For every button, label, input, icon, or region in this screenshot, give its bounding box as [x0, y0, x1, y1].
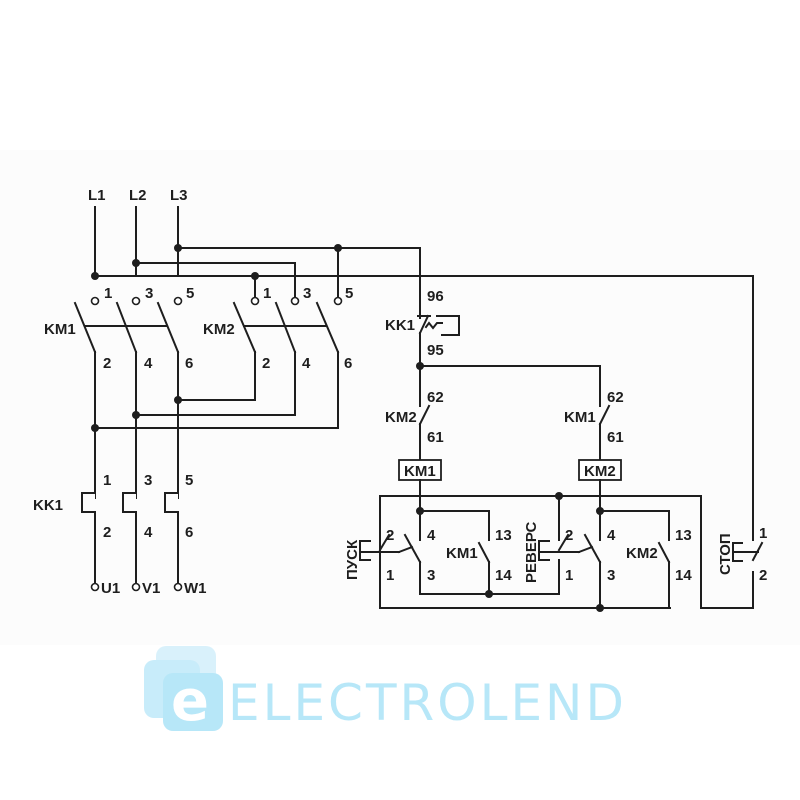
terminal-icon — [333, 296, 343, 306]
start-nc-2: 2 — [386, 527, 394, 544]
interlock-km2-61: 61 — [427, 429, 444, 446]
kk1-out-2: 2 — [103, 524, 111, 541]
km1-out-4: 4 — [144, 355, 153, 372]
km2-power-label: KM2 — [203, 321, 235, 338]
km2-in-3: 3 — [303, 285, 311, 302]
hold-km1-14: 14 — [495, 567, 512, 584]
reverse-button-label: РЕВЕРС — [523, 522, 540, 583]
km2-out-4: 4 — [302, 355, 311, 372]
logo-letter: e — [171, 669, 209, 734]
interlock-km1-label: KM1 — [564, 409, 596, 426]
interlock-km1-61: 61 — [607, 429, 624, 446]
start-no-3: 3 — [427, 567, 435, 584]
km1-power-contacts: 1 3 5 KM1 2 4 6 — [44, 285, 194, 501]
reverse-nc-2: 2 — [565, 527, 573, 544]
terminal-icon — [290, 296, 300, 306]
km2-out-2: 2 — [262, 355, 270, 372]
stop-contact-1: 1 — [759, 525, 767, 542]
terminal-icon — [90, 296, 100, 306]
km2-in-1: 1 — [263, 285, 271, 302]
motor-terminal-u1: U1 — [101, 580, 120, 597]
start-button-label: ПУСК — [344, 539, 361, 580]
hold-km1-13: 13 — [495, 527, 512, 544]
kk1-out-4: 4 — [144, 524, 153, 541]
km1-in-5: 5 — [186, 285, 194, 302]
stop-button-label: СТОП — [717, 533, 734, 575]
km1-power-label: KM1 — [44, 321, 76, 338]
hold-km2-label: KM2 — [626, 545, 658, 562]
logo-brand-text: ELECTROLEND — [228, 674, 627, 732]
interlock-km2-62: 62 — [427, 389, 444, 406]
kk1-in-3: 3 — [144, 472, 152, 489]
terminal-icon — [250, 296, 260, 306]
hold-km1-label: KM1 — [446, 545, 478, 562]
hold-km2-14: 14 — [675, 567, 692, 584]
interlock-km1-62: 62 — [607, 389, 624, 406]
kk1-in-1: 1 — [103, 472, 111, 489]
interlock-km2-label: KM2 — [385, 409, 417, 426]
line-label-l1: L1 — [88, 187, 106, 204]
start-no-4: 4 — [427, 527, 436, 544]
terminal-icon — [131, 582, 141, 592]
reverse-no-4: 4 — [607, 527, 616, 544]
coil-km1-label: KM1 — [404, 463, 436, 480]
logo-square-front — [163, 673, 223, 731]
terminal-icon — [90, 582, 100, 592]
terminal-icon — [131, 296, 141, 306]
diagram-background — [0, 150, 800, 645]
terminal-icon — [173, 582, 183, 592]
electrolend-watermark: e ELECTROLEND — [144, 646, 627, 734]
line-label-l3: L3 — [170, 187, 188, 204]
km1-in-1: 1 — [104, 285, 112, 302]
start-nc-1: 1 — [386, 567, 394, 584]
kk1-thermal-relay: 1 3 5 KK1 2 4 6 U1 V1 W1 — [33, 472, 207, 597]
stop-contact-2: 2 — [759, 567, 767, 584]
control-circuit: 96 KK1 95 62 KM2 61 62 KM1 61 KM1 KM2 — [344, 288, 767, 612]
reverse-nc-1: 1 — [565, 567, 573, 584]
hold-km2-13: 13 — [675, 527, 692, 544]
coil-km2-label: KM2 — [584, 463, 616, 480]
supply-lines: L1 L2 L3 — [88, 187, 754, 541]
km1-in-3: 3 — [145, 285, 153, 302]
km2-power-contacts: 1 3 5 KM2 2 4 6 — [91, 285, 353, 432]
reverse-no-3: 3 — [607, 567, 615, 584]
kk1-out-6: 6 — [185, 524, 193, 541]
kk1-power-label: KK1 — [33, 497, 63, 514]
km2-in-5: 5 — [345, 285, 353, 302]
km2-out-6: 6 — [344, 355, 352, 372]
line-label-l2: L2 — [129, 187, 147, 204]
km1-out-6: 6 — [185, 355, 193, 372]
terminal-icon — [173, 296, 183, 306]
motor-terminal-w1: W1 — [184, 580, 207, 597]
motor-terminal-v1: V1 — [142, 580, 160, 597]
kk1-contact-96: 96 — [427, 288, 444, 305]
km1-out-2: 2 — [103, 355, 111, 372]
kk1-contact-95: 95 — [427, 342, 444, 359]
kk1-contact-label: KK1 — [385, 317, 415, 334]
kk1-in-5: 5 — [185, 472, 193, 489]
